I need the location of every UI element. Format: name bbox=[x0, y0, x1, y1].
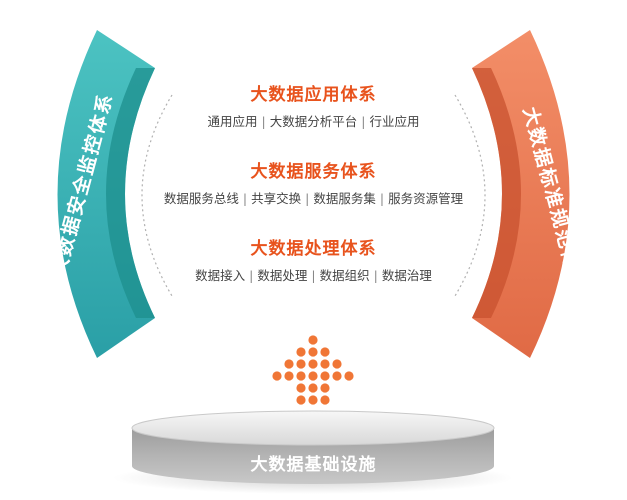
section-item: 服务资源管理 bbox=[388, 191, 464, 206]
platform-top bbox=[131, 410, 495, 446]
section-title-application: 大数据应用体系 bbox=[250, 85, 377, 105]
arrow-dot bbox=[320, 347, 330, 357]
section-item: 数据接入 bbox=[195, 268, 246, 283]
item-separator: | bbox=[242, 191, 248, 206]
arrow-dot bbox=[320, 359, 330, 369]
section-item: 数据组织 bbox=[319, 268, 370, 283]
arrow-dot bbox=[308, 371, 318, 381]
section-item: 共享交换 bbox=[251, 191, 302, 206]
section-item: 大数据分析平台 bbox=[269, 114, 358, 129]
arrow-dot bbox=[344, 371, 354, 381]
arrow-dot bbox=[308, 359, 318, 369]
section-item: 数据治理 bbox=[381, 268, 432, 283]
section-title-processing: 大数据处理体系 bbox=[250, 239, 377, 259]
right-dotted-arc bbox=[454, 94, 486, 297]
arrow-dot bbox=[284, 371, 294, 381]
arrow-dot bbox=[272, 371, 282, 381]
dotted-up-arrow-icon bbox=[272, 335, 354, 405]
arrow-dot bbox=[332, 371, 342, 381]
left-arc-inner-stripe bbox=[106, 68, 155, 318]
item-separator: | bbox=[361, 114, 366, 129]
arrow-dot bbox=[308, 383, 318, 393]
arrow-dot bbox=[284, 359, 294, 369]
section-item: 数据服务总线 bbox=[163, 191, 239, 206]
right-arc-inner-stripe bbox=[472, 68, 521, 318]
item-separator: | bbox=[249, 268, 254, 283]
arrow-dot bbox=[320, 383, 330, 393]
left-dotted-arc bbox=[141, 94, 173, 297]
arrow-dot bbox=[332, 359, 342, 369]
section-title-service: 大数据服务体系 bbox=[250, 162, 377, 182]
arrow-dot bbox=[296, 371, 306, 381]
item-separator: | bbox=[379, 191, 385, 206]
platform-label: 大数据基础设施 bbox=[250, 455, 377, 475]
item-separator: | bbox=[373, 268, 378, 283]
arrow-dot bbox=[320, 395, 330, 405]
item-separator: | bbox=[305, 191, 310, 206]
arrow-dot bbox=[320, 371, 330, 381]
arrow-dot bbox=[308, 395, 318, 405]
section-items-service: 数据服务总线|共享交换|数据服务集|服务资源管理 bbox=[0, 188, 627, 207]
arrow-dot bbox=[296, 347, 306, 357]
section-items-processing: 数据接入|数据处理|数据组织|数据治理 bbox=[0, 265, 627, 284]
section-item: 行业应用 bbox=[369, 114, 420, 129]
arrow-dot bbox=[308, 347, 318, 357]
arrow-dot bbox=[296, 383, 306, 393]
arrow-dot bbox=[296, 359, 306, 369]
section-item: 通用应用 bbox=[207, 114, 258, 129]
item-separator: | bbox=[311, 268, 316, 283]
arrow-dot bbox=[308, 335, 318, 345]
section-item: 数据服务集 bbox=[313, 191, 376, 206]
section-item: 数据处理 bbox=[257, 268, 308, 283]
arrow-dot bbox=[296, 395, 306, 405]
item-separator: | bbox=[261, 114, 266, 129]
section-items-application: 通用应用|大数据分析平台|行业应用 bbox=[0, 111, 627, 130]
